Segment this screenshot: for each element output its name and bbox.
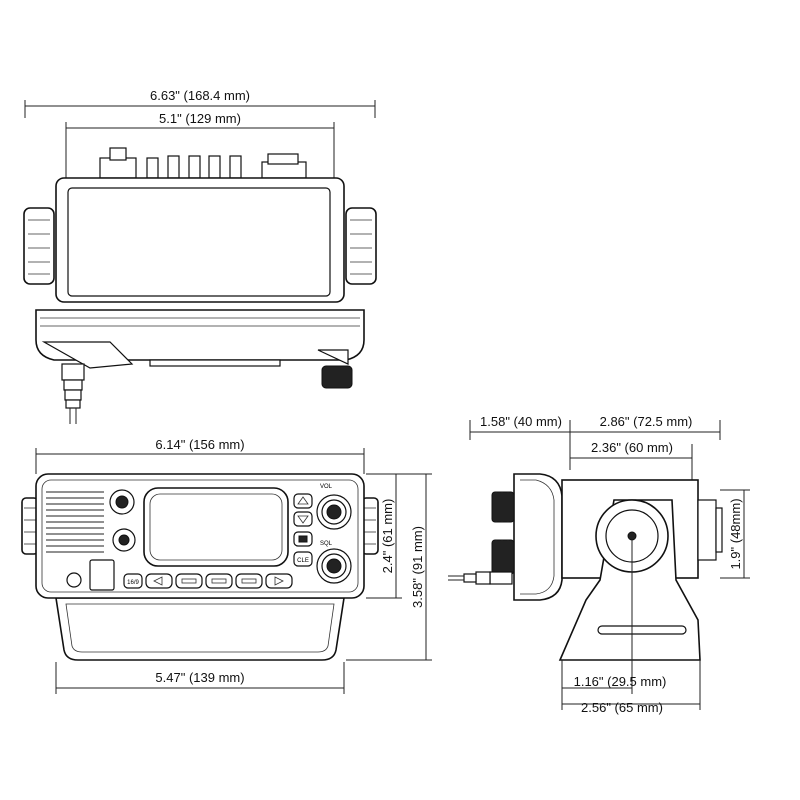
label-side-bracket-depth: 2.56" (65 mm) <box>581 700 663 715</box>
dimension-side-body-depth: 2.36" (60 mm) <box>570 440 693 480</box>
speaker-grille <box>46 491 104 553</box>
dimension-side-height: 1.9" (48mm) <box>720 489 750 579</box>
microphone-hanger <box>41 341 134 369</box>
soft-key-3[interactable] <box>235 573 263 589</box>
side-upper-knob <box>491 491 515 523</box>
dimension-front-panel-width: 6.14" (156 mm) <box>35 437 365 474</box>
side-mic-cable <box>448 571 513 585</box>
dimension-side-rear-depth: 2.86" (72.5 mm) <box>570 414 721 440</box>
arrow-left-key[interactable] <box>145 573 173 589</box>
side-bracket-knob <box>595 499 669 573</box>
label-front-total-height: 3.58" (91 mm) <box>410 526 425 608</box>
soft-key-row <box>145 573 293 589</box>
radio-body-top-inner <box>67 187 331 297</box>
label-side-front-depth: 1.58" (40 mm) <box>480 414 562 429</box>
mic-jack <box>66 572 82 588</box>
dimension-side-knob-offset: 1.16" (29.5 mm) <box>561 540 667 694</box>
bracket-knob-left <box>23 207 55 285</box>
top-view: 6.63" (168.4 mm) 5.1" (129 mm) <box>23 88 377 424</box>
front-view: 6.14" (156 mm) <box>21 437 432 694</box>
soft-key-1[interactable] <box>175 573 203 589</box>
arrow-up-icon <box>297 496 309 505</box>
arrow-up-key[interactable] <box>293 493 313 509</box>
label-front-panel-width: 6.14" (156 mm) <box>155 437 244 452</box>
mounting-bracket-front <box>55 597 345 661</box>
dimension-top-total-width: 6.63" (168.4 mm) <box>24 88 376 118</box>
label-side-knob-offset: 1.16" (29.5 mm) <box>574 674 667 689</box>
dimension-front-panel-height: 2.4" (61 mm) <box>366 473 402 599</box>
key-16-9-label: 16/9 <box>127 580 139 586</box>
side-front-bezel <box>513 473 563 601</box>
dimension-side-front-depth: 1.58" (40 mm) <box>469 414 571 470</box>
side-lower-knob <box>491 539 515 575</box>
arrow-down-icon <box>297 515 309 524</box>
label-side-rear-depth: 2.86" (72.5 mm) <box>600 414 693 429</box>
side-rear-connector <box>697 499 717 561</box>
arrow-down-key[interactable] <box>293 511 313 527</box>
distress-button[interactable] <box>109 489 135 515</box>
channel-knob-icon <box>326 558 342 574</box>
dimension-side-bracket-depth: 2.56" (65 mm) <box>561 660 701 715</box>
volume-knob-icon <box>326 504 342 520</box>
power-button[interactable] <box>112 528 136 552</box>
dimension-front-total-height: 3.58" (91 mm) <box>346 473 432 661</box>
menu-key[interactable] <box>293 531 313 547</box>
lcd-display <box>143 487 289 567</box>
dimension-front-bracket-width: 5.47" (139 mm) <box>55 662 345 694</box>
squelch-knob[interactable]: SQL <box>316 541 352 584</box>
soft-key-2[interactable] <box>205 573 233 589</box>
side-view: 1.58" (40 mm) 2.86" (72.5 mm) 2.36" (60 … <box>448 414 750 715</box>
volume-knob-label: VOL <box>320 484 333 490</box>
label-side-body-depth: 2.36" (60 mm) <box>591 440 673 455</box>
arrow-left-icon <box>153 576 163 586</box>
cle-key[interactable]: CLE <box>293 551 313 567</box>
cle-key-label: CLE <box>297 558 309 564</box>
side-bracket-slot <box>597 625 687 635</box>
bracket-knob-right <box>345 207 377 285</box>
label-front-bracket-width: 5.47" (139 mm) <box>155 670 244 685</box>
label-front-panel-height: 2.4" (61 mm) <box>380 499 395 574</box>
volume-knob[interactable]: VOL <box>316 484 352 530</box>
arrow-right-key[interactable] <box>265 573 293 589</box>
channel-knob-top <box>321 365 353 389</box>
squelch-knob-label: SQL <box>320 541 333 547</box>
mic-cable-top <box>61 363 85 424</box>
arrow-right-icon <box>274 576 284 586</box>
card-slot-cover <box>89 559 115 591</box>
label-top-total-width: 6.63" (168.4 mm) <box>150 88 250 103</box>
label-side-height: 1.9" (48mm) <box>728 498 743 569</box>
key-16-9[interactable]: 16/9 <box>123 573 143 589</box>
dimension-top-body-width: 5.1" (129 mm) <box>65 111 335 180</box>
label-top-body-width: 5.1" (129 mm) <box>159 111 241 126</box>
rear-connectors <box>99 147 307 179</box>
